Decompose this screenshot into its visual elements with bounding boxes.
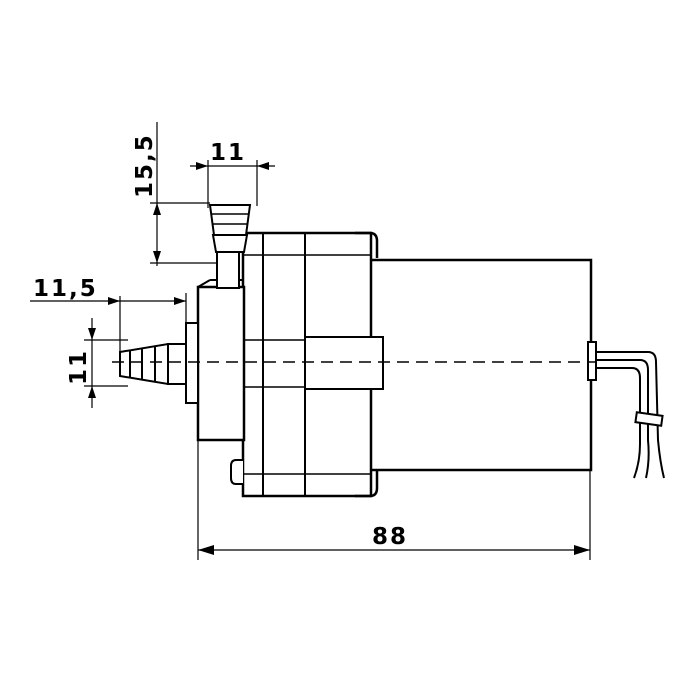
inlet-nozzle	[119, 342, 187, 386]
clamp-bottom-round	[355, 470, 379, 498]
motor-cylinder	[366, 258, 593, 472]
clamp-ear	[230, 459, 243, 485]
dim-upper-length-label: 15,5	[132, 133, 158, 198]
dim-lower-length: 11,5	[30, 276, 187, 352]
clamp-top-round	[355, 231, 379, 258]
dim-total-length: 88	[197, 440, 591, 560]
dim-lower-width: 11	[66, 318, 128, 408]
pump-head	[196, 285, 246, 442]
power-wires	[596, 351, 665, 479]
dim-total-length-label: 88	[372, 524, 408, 550]
outlet-nozzle	[208, 204, 252, 289]
dim-lower-width-label: 11	[66, 349, 92, 385]
dim-upper-width: 11	[190, 140, 275, 208]
dim-upper-width-label: 11	[210, 140, 246, 166]
pump-body	[112, 204, 665, 498]
dim-lower-length-label: 11,5	[33, 276, 98, 302]
inner-shaft	[304, 336, 384, 390]
dim-upper-length: 15,5	[132, 122, 218, 266]
motor-end-cap	[587, 341, 597, 381]
inlet-flange	[185, 322, 199, 404]
